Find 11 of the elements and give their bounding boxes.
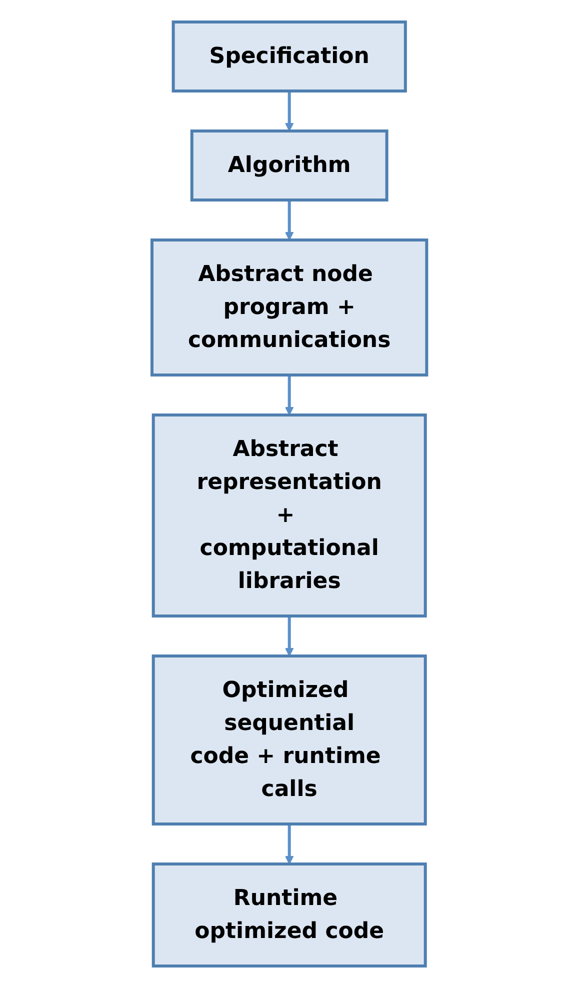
node-box: Algorithm (190, 130, 388, 202)
arrow (285, 200, 294, 240)
arrow (285, 824, 294, 864)
node-box: Abstract node program + communications (150, 238, 428, 376)
arrow (285, 375, 294, 416)
arrow (285, 91, 294, 132)
node-box: Specification (172, 20, 408, 92)
node-box: Optimized sequential code + runtime calls (152, 654, 427, 826)
arrow (285, 616, 294, 656)
node-box: Abstract representation + computational libraries (152, 414, 427, 618)
node-box: Runtime optimized code (152, 862, 427, 968)
